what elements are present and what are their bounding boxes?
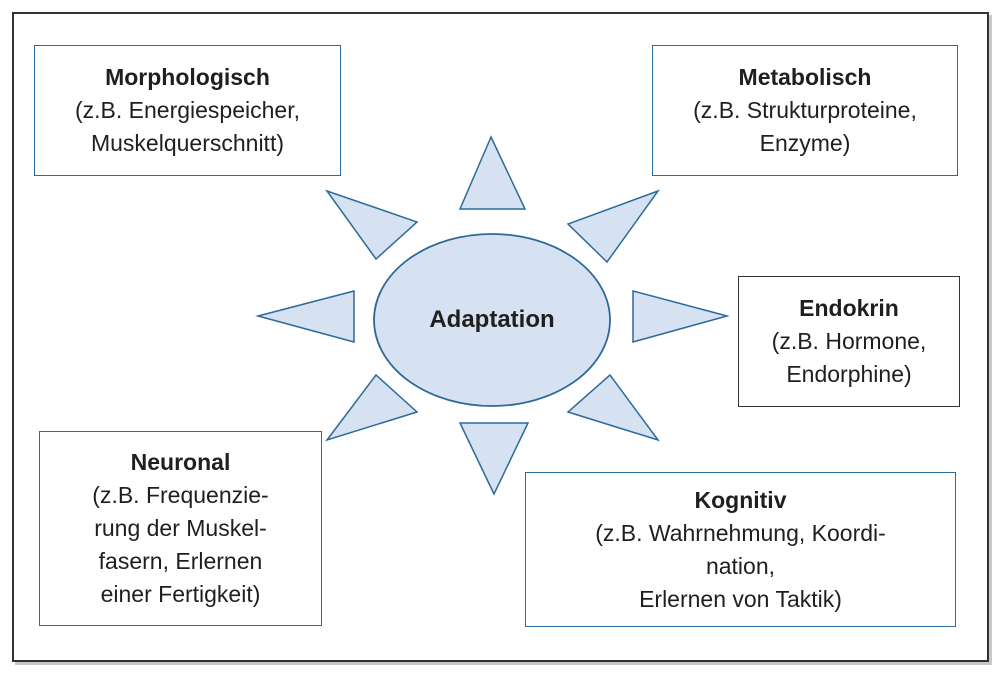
center-label: Adaptation xyxy=(429,306,555,333)
box-morphologisch: Morphologisch (z.B. Energiespeicher, Mus… xyxy=(34,45,341,176)
ray-bottom-left xyxy=(324,373,419,442)
box-title: Kognitiv xyxy=(694,486,787,513)
ray-top-left xyxy=(325,189,419,261)
box-neuronal: Neuronal (z.B. Frequenzie- rung der Musk… xyxy=(39,431,322,626)
box-kognitiv: Kognitiv (z.B. Wahrnehmung, Koordi- nati… xyxy=(525,472,956,627)
box-detail: (z.B. Strukturproteine, Enzyme) xyxy=(693,97,917,156)
box-title: Morphologisch xyxy=(105,64,270,90)
ray-top-right xyxy=(566,189,661,264)
box-detail: (z.B. Hormone, Endorphine) xyxy=(771,328,927,387)
box-endokrin: Endokrin (z.B. Hormone, Endorphine) xyxy=(738,276,960,407)
ray-bottom-right xyxy=(566,373,660,442)
ray-bottom xyxy=(458,422,530,496)
box-detail: (z.B. Frequenzie- rung der Muskel- faser… xyxy=(92,482,269,607)
ray-right xyxy=(632,290,730,343)
box-title: Endokrin xyxy=(799,295,899,321)
box-detail: (z.B. Wahrnehmung, Koordi- nation, Erler… xyxy=(595,519,886,612)
box-metabolisch: Metabolisch (z.B. Strukturproteine, Enzy… xyxy=(652,45,958,176)
center-ellipse xyxy=(373,233,611,407)
box-title: Neuronal xyxy=(130,449,231,475)
ray-left xyxy=(255,290,355,343)
box-detail: (z.B. Energiespeicher, Muskelquerschnitt… xyxy=(74,97,300,156)
ray-top xyxy=(458,135,527,210)
box-title: Metabolisch xyxy=(738,64,872,90)
